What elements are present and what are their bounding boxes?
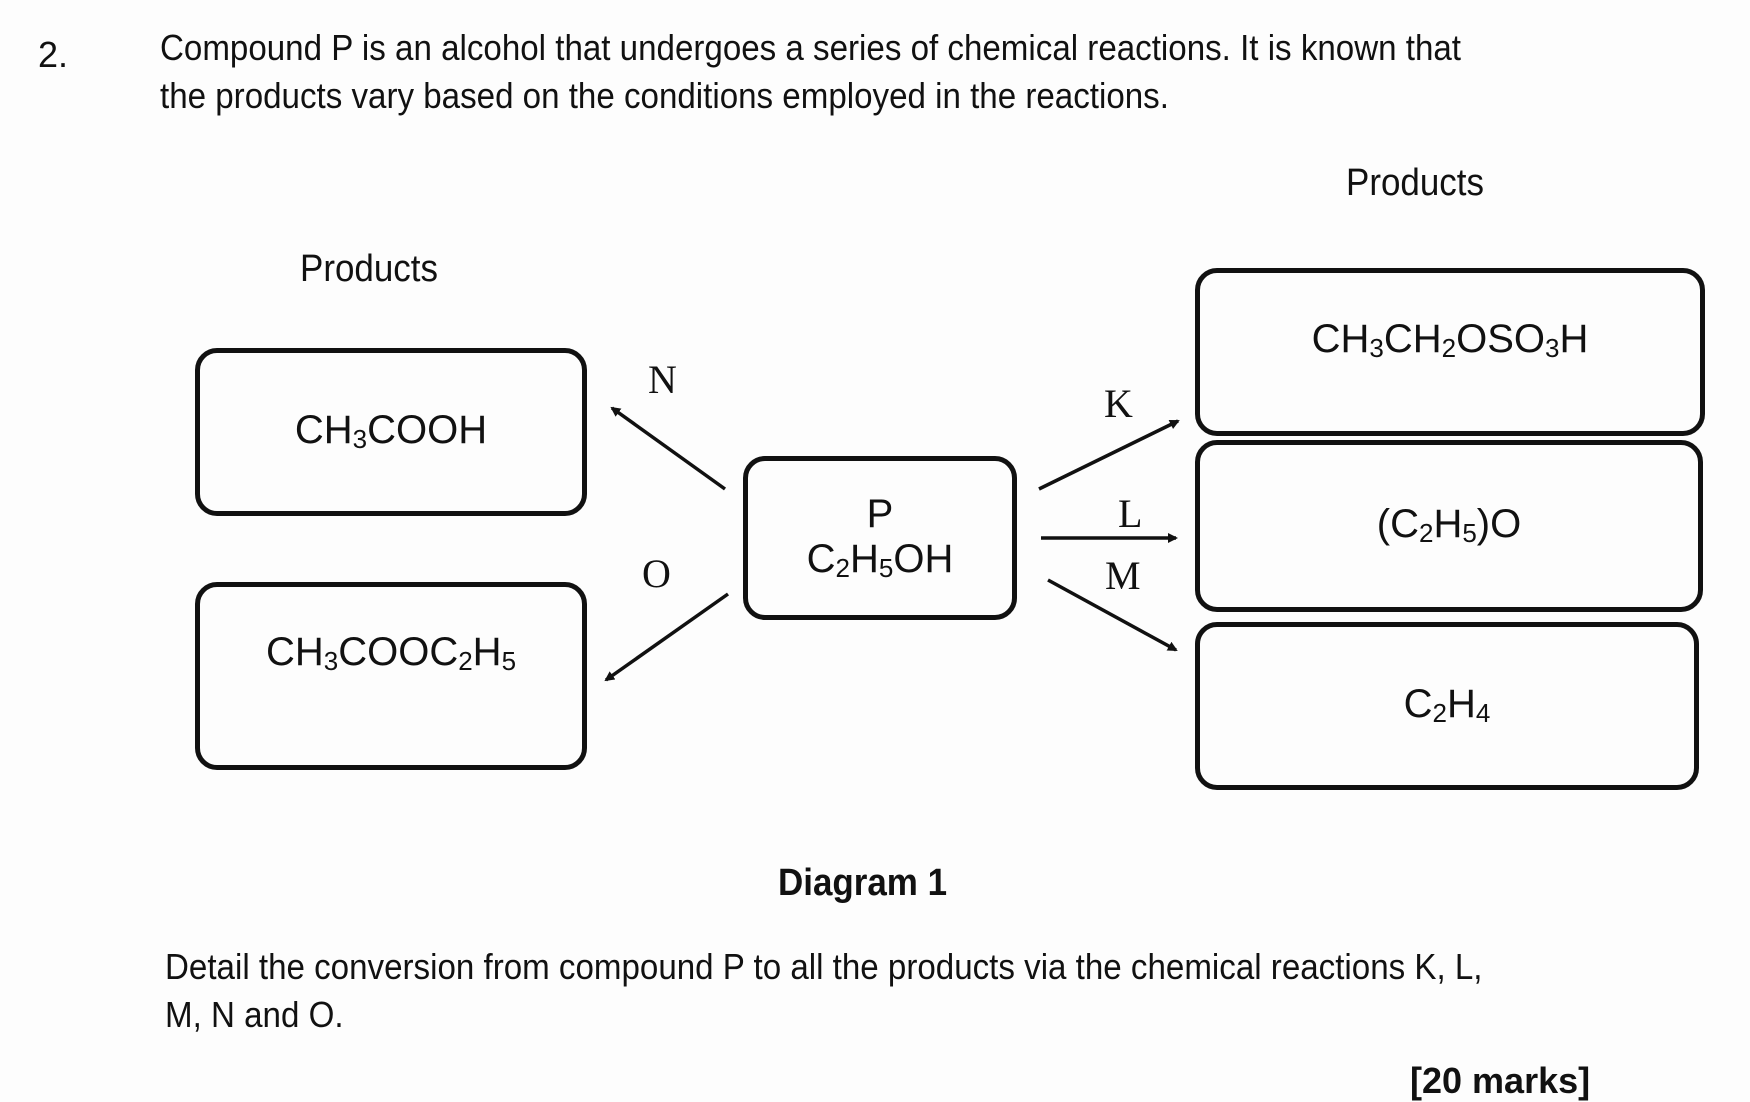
condition-n-label: N (648, 357, 677, 402)
product-box-ethyl-hydrogen-sulfate: CH3CH2OSO3H (1195, 268, 1705, 436)
question-stem: Compound P is an alcohol that undergoes … (160, 27, 1461, 116)
product-box-diethyl-ether: (C2H5)O (1195, 440, 1703, 612)
marks-label: [20 marks] (1410, 1060, 1591, 1101)
right-products-heading: Products (1346, 162, 1484, 204)
formula-diethyl-ether: (C2H5)O (1376, 502, 1522, 549)
product-box-ethyl-acetate: CH3COOC2H5 (195, 582, 587, 770)
condition-k-label: K (1104, 381, 1133, 426)
question-number: 2. (38, 34, 69, 75)
compound-p-label: P (866, 491, 894, 536)
diagram-caption: Diagram 1 (778, 862, 948, 904)
formula-ethyl-hydrogen-sulfate: CH3CH2OSO3H (1311, 317, 1589, 364)
arrow-m (1047, 578, 1178, 652)
condition-m-label: M (1105, 553, 1141, 598)
arrow-o (604, 592, 730, 682)
condition-l-label: L (1118, 491, 1143, 536)
compound-p-box: P C2H5OH (743, 456, 1017, 620)
arrow-k (1038, 419, 1180, 491)
product-box-ethene: C2H4 (1195, 622, 1699, 790)
left-products-heading: Products (300, 248, 438, 290)
compound-p-formula: C2H5OH (806, 536, 954, 584)
product-box-acetic-acid: CH3COOH (195, 348, 587, 516)
formula-ethyl-acetate: CH3COOC2H5 (265, 630, 517, 677)
question-task: Detail the conversion from compound P to… (165, 946, 1483, 1035)
arrow-n (610, 406, 727, 491)
formula-ethene: C2H4 (1403, 682, 1491, 729)
formula-acetic-acid: CH3COOH (294, 408, 488, 455)
condition-o-label: O (642, 551, 671, 596)
